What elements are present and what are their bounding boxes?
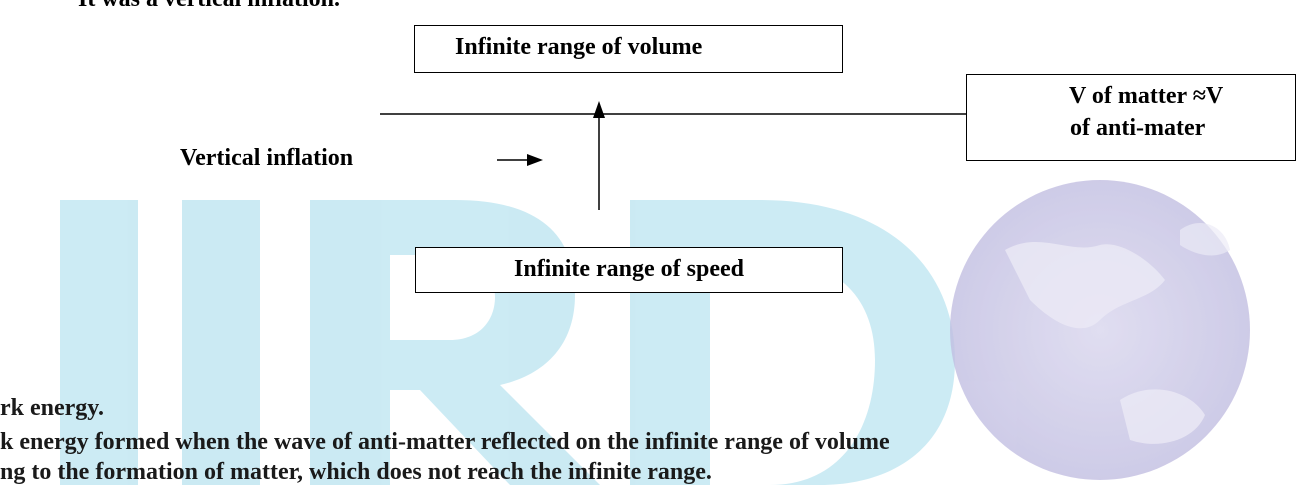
matter-box: V of matter ≈V of anti-mater bbox=[966, 74, 1296, 161]
volume-label: Infinite range of volume bbox=[455, 34, 703, 60]
speed-box: Infinite range of speed bbox=[415, 247, 843, 293]
section-heading: rk energy. bbox=[0, 395, 104, 421]
section-body-line1: k energy formed when the wave of anti-ma… bbox=[0, 429, 890, 455]
vertical-inflation-label: Vertical inflation bbox=[180, 145, 354, 171]
vertical-arrow-head bbox=[593, 101, 605, 118]
matter-label-line2: of anti-mater bbox=[1070, 115, 1206, 141]
horizontal-arrow-head bbox=[527, 154, 543, 166]
speed-label: Infinite range of speed bbox=[514, 256, 744, 282]
top-text: It was a vertical inflation. bbox=[78, 0, 340, 14]
matter-label-line1: V of matter ≈V bbox=[1069, 83, 1224, 109]
volume-box: Infinite range of volume bbox=[414, 25, 843, 73]
globe-icon bbox=[950, 180, 1250, 480]
section-body-line2: ng to the formation of matter, which doe… bbox=[0, 459, 712, 485]
